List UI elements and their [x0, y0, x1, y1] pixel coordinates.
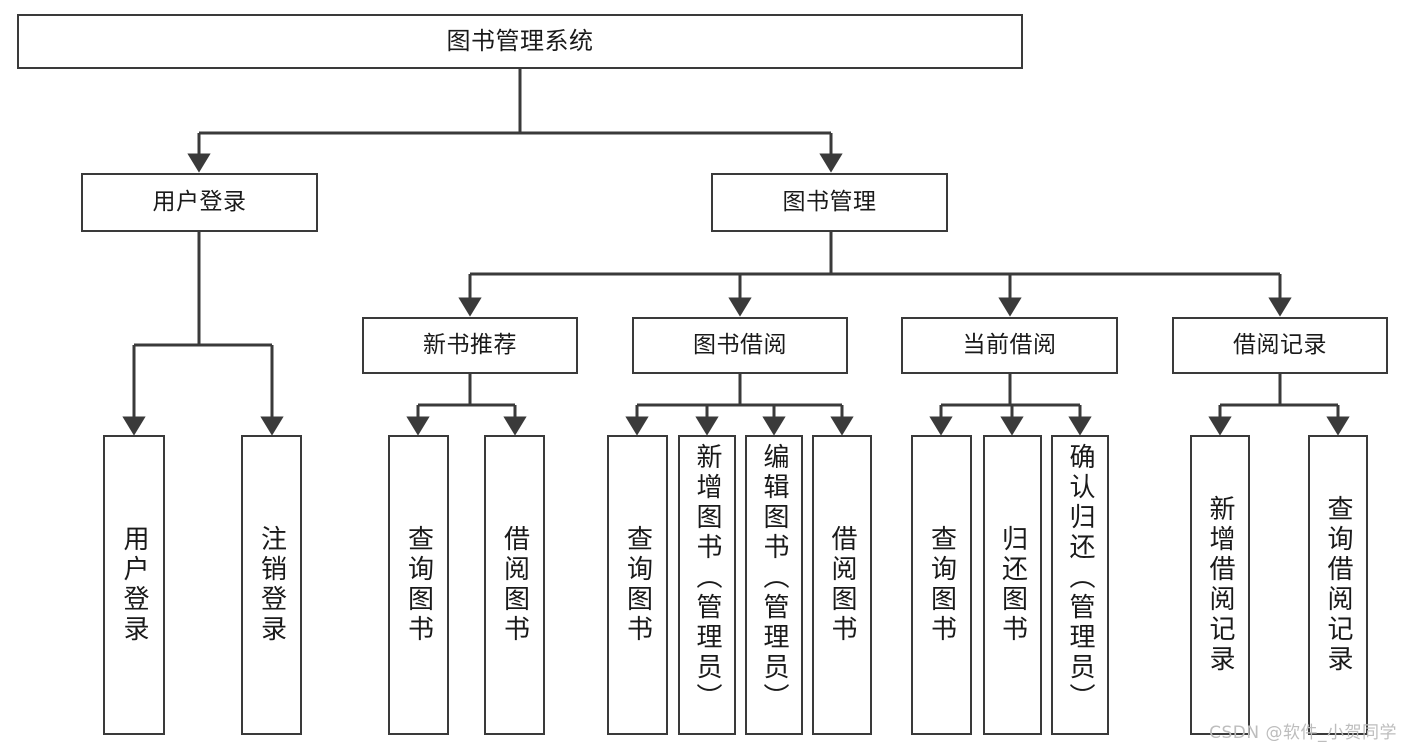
node-label: 编辑图书（管理员）: [759, 443, 789, 713]
node-leaf-user-login[interactable]: 用户登录: [103, 435, 165, 735]
node-leaf-query-borrow-record[interactable]: 查询借阅记录: [1308, 435, 1368, 735]
node-leaf-add-borrow-record[interactable]: 新增借阅记录: [1190, 435, 1250, 735]
node-leaf-add-book-admin[interactable]: 新增图书（管理员）: [678, 435, 736, 735]
node-label: 归还图书: [997, 525, 1028, 645]
edge-borrowrecord-to-leaves: [1208, 374, 1350, 436]
node-label: 查询借阅记录: [1323, 495, 1353, 675]
node-leaf-edit-book-admin[interactable]: 编辑图书（管理员）: [745, 435, 803, 735]
node-label: 当前借阅: [962, 332, 1057, 359]
node-label: 借阅图书: [827, 525, 857, 645]
edge-userlogin-to-leaves: [122, 232, 284, 436]
node-leaf-user-logout[interactable]: 注销登录: [241, 435, 302, 735]
node-label: 确认归还（管理员）: [1065, 443, 1095, 713]
node-leaf-borrow-book[interactable]: 借阅图书: [812, 435, 872, 735]
node-label: 查询图书: [403, 525, 434, 645]
node-leaf-return-book[interactable]: 归还图书: [983, 435, 1042, 735]
node-user-login[interactable]: 用户登录: [81, 173, 318, 232]
node-label: 图书管理系统: [446, 26, 594, 55]
edge-bookborrow-to-leaves: [625, 374, 854, 436]
node-book-manage[interactable]: 图书管理: [711, 173, 948, 232]
node-leaf-borrow-book-recommend[interactable]: 借阅图书: [484, 435, 545, 735]
edge-bookmanage-to-level3: [458, 232, 1292, 317]
node-label: 新书推荐: [423, 332, 517, 359]
node-label: 用户登录: [152, 189, 247, 216]
node-label: 查询图书: [622, 525, 653, 645]
node-leaf-query-book-recommend[interactable]: 查询图书: [388, 435, 449, 735]
node-label: 借阅图书: [499, 525, 530, 645]
node-label: 图书借阅: [693, 332, 787, 359]
node-label: 查询图书: [926, 525, 957, 645]
node-label: 借阅记录: [1233, 332, 1327, 359]
csdn-watermark: CSDN @软件_小贺同学: [1209, 723, 1397, 743]
node-leaf-query-book-borrow[interactable]: 查询图书: [607, 435, 668, 735]
node-leaf-confirm-return-admin[interactable]: 确认归还（管理员）: [1051, 435, 1109, 735]
node-label: 图书管理: [782, 189, 877, 216]
node-current-borrow[interactable]: 当前借阅: [901, 317, 1118, 374]
node-new-book-recommend[interactable]: 新书推荐: [362, 317, 578, 374]
edge-newbook-to-leaves: [406, 374, 527, 436]
edge-root-to-level2: [187, 69, 843, 173]
node-root-system[interactable]: 图书管理系统: [17, 14, 1023, 69]
edge-currentborrow-to-leaves: [929, 374, 1092, 436]
node-book-borrow[interactable]: 图书借阅: [632, 317, 848, 374]
node-leaf-query-book-current[interactable]: 查询图书: [911, 435, 972, 735]
node-label: 新增借阅记录: [1205, 495, 1235, 675]
node-label: 注销登录: [256, 525, 287, 645]
node-label: 用户登录: [119, 525, 149, 645]
node-borrow-record[interactable]: 借阅记录: [1172, 317, 1388, 374]
node-label: 新增图书（管理员）: [692, 443, 722, 713]
